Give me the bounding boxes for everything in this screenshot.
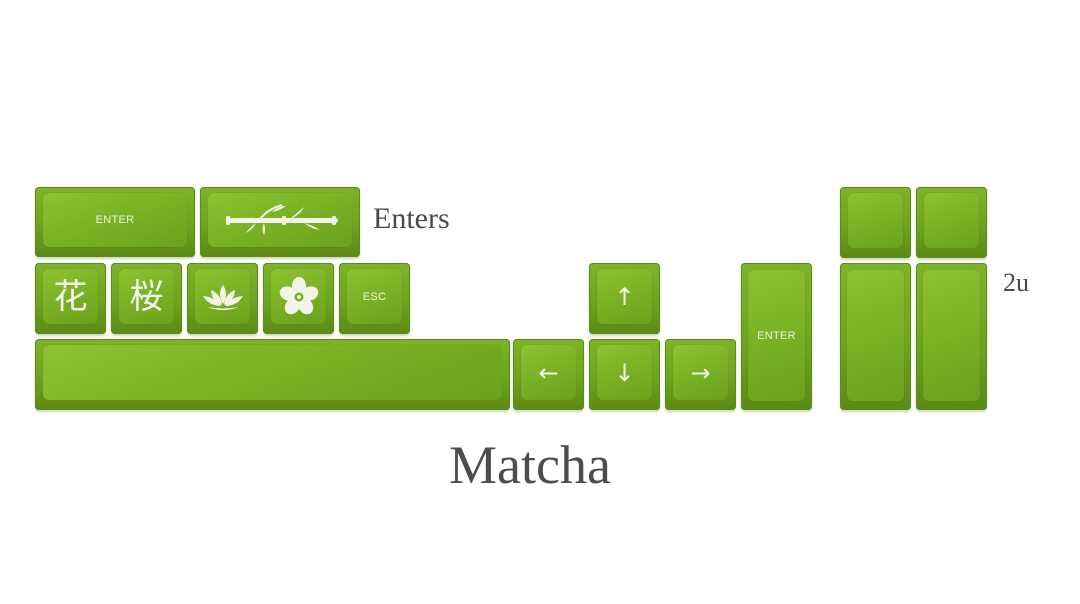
key-flower <box>263 263 334 334</box>
key-top: ESC <box>347 269 402 324</box>
bamboo-icon <box>226 204 338 235</box>
key-top: 花 <box>43 269 98 324</box>
page-title: Matcha <box>449 435 611 495</box>
key-bamboo-enter <box>200 187 360 257</box>
lotus-icon <box>202 284 243 310</box>
key-top: ENTER <box>748 270 805 401</box>
kanji-sakura-legend: 桜 <box>129 276 164 317</box>
key-top: ↓ <box>597 345 652 400</box>
arrow-right-icon: → <box>690 358 711 387</box>
kanji-flower-legend: 花 <box>53 276 88 317</box>
key-arrow-right: → <box>665 339 736 410</box>
key-top: ← <box>521 345 576 400</box>
flower-icon <box>279 276 318 314</box>
key-kanji-sakura: 桜 <box>111 263 182 334</box>
key-enter-tall: ENTER <box>741 263 812 410</box>
key-arrow-up: ↑ <box>589 263 660 334</box>
key-blank-1u-left <box>840 187 911 258</box>
key-arrow-down: ↓ <box>589 339 660 410</box>
key-top: ENTER <box>43 193 187 247</box>
key-enter-wide: ENTER <box>35 187 195 257</box>
key-top <box>923 270 980 401</box>
key-top <box>847 270 904 401</box>
arrow-down-icon: ↓ <box>614 358 635 387</box>
key-top <box>208 193 352 247</box>
key-arrow-left: ← <box>513 339 584 410</box>
arrow-left-icon: ← <box>538 358 559 387</box>
two-u-label: 2u <box>1003 268 1029 297</box>
key-kanji-flower: 花 <box>35 263 106 334</box>
key-top: → <box>673 345 728 400</box>
key-top <box>924 193 979 248</box>
key-blank-2u-left <box>840 263 911 410</box>
key-enter-legend: ENTER <box>95 214 135 226</box>
key-top <box>271 269 326 324</box>
key-top <box>848 193 903 248</box>
arrow-up-icon: ↑ <box>614 282 635 311</box>
enter-tall-legend: ENTER <box>757 330 796 342</box>
key-blank-2u-right <box>916 263 987 410</box>
key-top: 桜 <box>119 269 174 324</box>
key-blank-1u-right <box>916 187 987 258</box>
key-top <box>195 269 250 324</box>
key-esc: ESC <box>339 263 410 334</box>
key-top: ↑ <box>597 269 652 324</box>
esc-legend: ESC <box>362 290 387 303</box>
key-lotus <box>187 263 258 334</box>
enters-label: Enters <box>373 202 450 235</box>
key-top <box>43 345 502 400</box>
key-spacebar <box>35 339 510 410</box>
